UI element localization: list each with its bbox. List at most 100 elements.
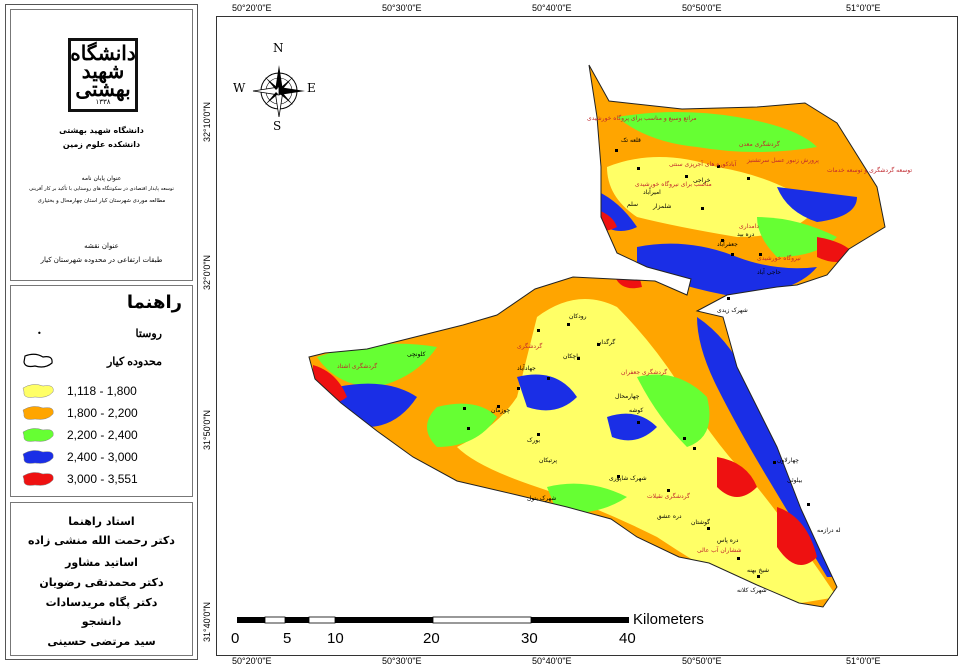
boundary-outline-icon [19, 352, 57, 370]
student-name: سید مرتضی حسینی [47, 635, 156, 648]
compass-rose-icon [252, 65, 305, 118]
place-label: شهرک زیدی [717, 307, 748, 314]
thesis-label: عنوان پایان نامه [81, 175, 122, 182]
coord-top-4: 50°50'0"E [682, 3, 722, 13]
place-label: ششاران آب عالی [697, 547, 742, 554]
thesis-line-2: مطالعه موردی شهرستان کیار استان چهارمحال… [37, 198, 166, 204]
place-label: جهادآباد [517, 365, 536, 372]
place-label: نیروگاه خورشیدی [757, 255, 801, 262]
thesis-line-1: توسعه پایدار اقتصادی در سکونتگاه های روس… [29, 186, 174, 192]
coord-bottom-4: 50°50'0"E [682, 656, 722, 666]
place-label: بورک [527, 437, 541, 444]
legend-class-5: 3,000 - 3,551 [19, 468, 184, 490]
compass-n: N [273, 41, 284, 55]
scale-tick-0: 0 [231, 630, 240, 647]
advisor-2-name: دکتر پگاه مریدسادات [45, 596, 158, 609]
advisors-label: اساتید مشاور [65, 556, 138, 569]
place-label: سلم [627, 201, 639, 208]
coord-left-1: 32°10'0"N [202, 101, 212, 142]
place-label: شلمزار [653, 203, 672, 210]
compass-e: E [307, 81, 316, 95]
compass-w: W [233, 81, 246, 95]
place-label: شهرک شاپوری [609, 475, 647, 482]
map-title-label: عنوان نقشه [84, 242, 119, 250]
logo-year: ۱۳۳۸ [95, 98, 111, 106]
place-label: پرورش زنبور عسل سرتشنیز [747, 157, 819, 164]
place-label: شیخ بهنه [747, 567, 770, 574]
class-1-swatch-icon [19, 382, 57, 400]
place-label: حاجی آباد [757, 269, 781, 276]
place-label: آبادکوره های آجرپزی سنتی [669, 161, 737, 168]
place-label: دامداری [739, 223, 759, 230]
place-label: رودکان [569, 313, 587, 320]
place-label: شهرک بتول [527, 495, 557, 502]
legend-class-1: 1,118 - 1,800 [19, 380, 184, 402]
place-label: مناسب برای نیروگاه خورشیدی [635, 181, 712, 188]
map-title-text: طبقات ارتفاعی در محدوده شهرستان کیار [40, 256, 163, 264]
info-panel: دانشگاه شهید بهشتی ۱۳۳۸ دانشگاه شهید بهش… [5, 4, 198, 660]
legend-title: راهنما [126, 292, 182, 313]
coord-left-4: 31°40'0"N [202, 601, 212, 642]
place-label: دره پاس [717, 537, 739, 544]
scale-tick-10: 10 [327, 630, 344, 647]
logo-line-3: بهشتی [75, 77, 131, 101]
place-label: دره عشق [657, 513, 682, 520]
place-label: گرگدان [597, 339, 616, 346]
supervisor-label: استاد راهنما [68, 515, 135, 528]
scale-bar [237, 616, 629, 624]
place-label: خراجی [693, 177, 711, 184]
coord-top-5: 51°0'0"E [846, 3, 881, 13]
logo-line-2: شهید [81, 59, 125, 83]
scale-tick-40: 40 [619, 630, 636, 647]
place-label: گردشگری جعفران [621, 369, 668, 376]
title-section: دانشگاه شهید بهشتی ۱۳۳۸ دانشگاه شهید بهش… [10, 9, 193, 281]
place-label: کوشه [629, 407, 644, 414]
coord-left-2: 32°0'0"N [202, 254, 212, 290]
legend-class-3: 2,200 - 2,400 [19, 424, 184, 446]
place-label: گردشگری نقیلات [647, 493, 690, 500]
map-frame: N S E W Kilometers 0 5 10 20 30 40 مراتع… [216, 16, 958, 656]
scale-tick-20: 20 [423, 630, 440, 647]
coord-bottom-1: 50°20'0"E [232, 656, 272, 666]
legend-class-4: 2,400 - 3,000 [19, 446, 184, 468]
legend-village: • روستا [19, 322, 184, 344]
place-label: گردشگری معدن [739, 141, 780, 148]
legend-class-2: 1,800 - 2,200 [19, 402, 184, 424]
coord-left-3: 31°50'0"N [202, 409, 212, 450]
place-label: قلعه تک [621, 137, 641, 144]
elevation-zones [309, 65, 885, 607]
scale-unit: Kilometers [633, 611, 704, 628]
class-4-swatch-icon [19, 448, 57, 466]
village-dots [463, 149, 810, 578]
place-label: چهارلاون [777, 457, 799, 464]
university-logo: دانشگاه شهید بهشتی ۱۳۳۸ [68, 38, 138, 112]
coord-top-1: 50°20'0"E [232, 3, 272, 13]
elevation-map [237, 64, 886, 624]
place-label: دره بید [737, 231, 755, 238]
coord-top-2: 50°30'0"E [382, 3, 422, 13]
place-label: گردشگری [517, 343, 543, 350]
class-2-swatch-icon [19, 404, 57, 422]
class-5-swatch-icon [19, 470, 57, 488]
place-label: مراتع وسیع و مناسب برای پروگاه خورشیدی [587, 115, 697, 122]
compass-s: S [273, 119, 282, 133]
coord-top-3: 50°40'0"E [532, 3, 572, 13]
scale-tick-30: 30 [521, 630, 538, 647]
advisor-1-name: دکتر محمدتقی رضویان [39, 576, 164, 589]
county-boundary [308, 64, 886, 608]
place-label: چهارمحال [615, 393, 640, 400]
scale-tick-5: 5 [283, 630, 292, 647]
place-label: پرتیکان [539, 457, 558, 464]
logo-line-1: دانشگاه [70, 41, 136, 65]
place-label: چوزمان [491, 407, 511, 414]
place-label: له درازمه [817, 527, 841, 534]
coord-bottom-5: 51°0'0"E [846, 656, 881, 666]
student-label: دانشجو [81, 615, 122, 628]
place-label: باچکان [563, 353, 580, 360]
place-label: توسعه گردشگری و توسعه خدمات [827, 167, 913, 174]
place-label: بیلوئی [787, 477, 803, 484]
credits-section: استاد راهنما دکتر رحمت الله منشی زاده اس… [10, 502, 193, 656]
supervisor-name: دکتر رحمت الله منشی زاده [28, 534, 175, 547]
coord-bottom-2: 50°30'0"E [382, 656, 422, 666]
village-dot-icon: • [37, 329, 42, 338]
